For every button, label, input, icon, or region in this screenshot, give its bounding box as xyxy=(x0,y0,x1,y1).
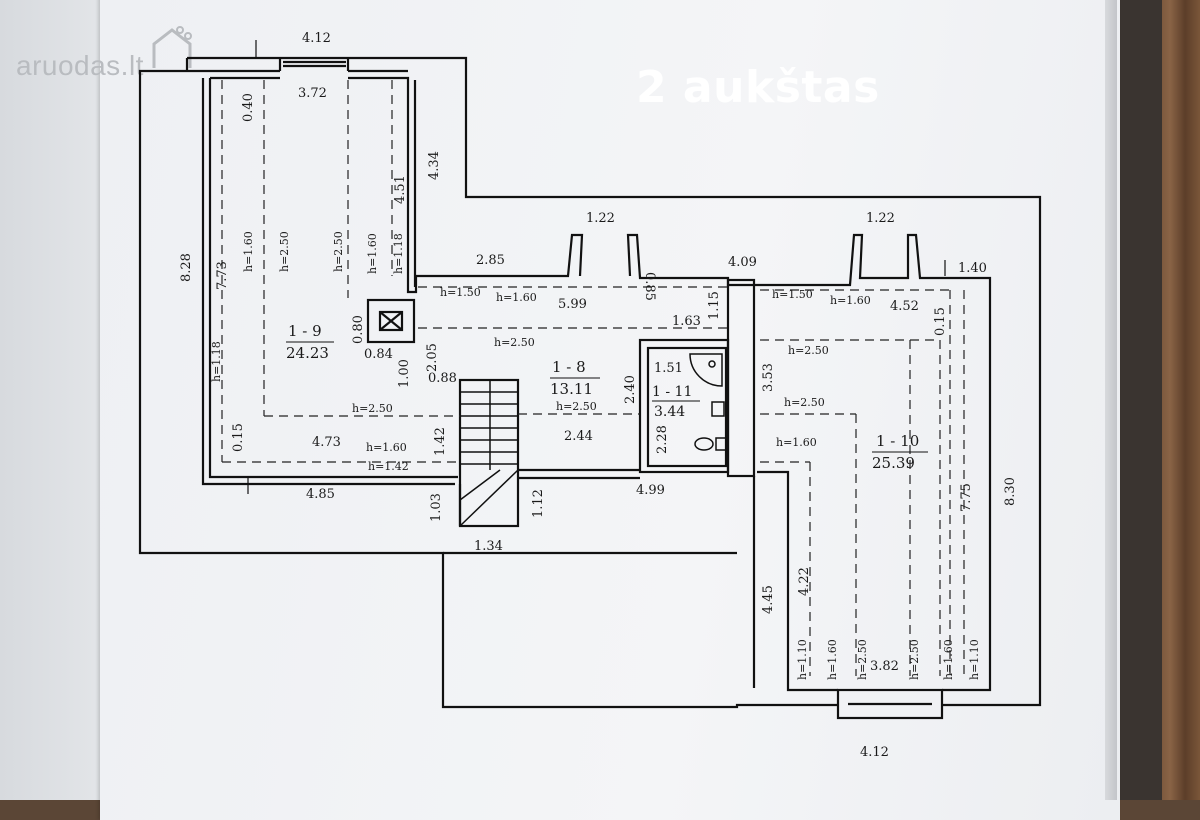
dimension: 2.40 xyxy=(623,375,638,404)
height-label: h=1.60 xyxy=(942,639,955,680)
dimension: 2.44 xyxy=(564,429,593,444)
dimension: 1.34 xyxy=(474,539,503,554)
height-labels: h=1.60 h=2.50 h=2.50 h=1.60 h=1.18 h=1.1… xyxy=(210,231,981,680)
height-label: h=1.60 xyxy=(366,441,407,454)
dimension: 4.85 xyxy=(306,487,335,502)
room-id: 1 - 10 xyxy=(876,432,919,450)
height-label: h=1.60 xyxy=(826,639,839,680)
dimension: 2.05 xyxy=(425,343,440,372)
height-label: h=2.50 xyxy=(784,396,825,409)
dimension: 3.53 xyxy=(761,363,776,392)
height-label: h=1.42 xyxy=(368,460,409,473)
dimension: 4.34 xyxy=(427,151,442,180)
height-label: h=1.60 xyxy=(366,233,379,274)
room-labels: 1 - 9 24.23 1 - 8 13.11 1 - 11 3.44 1 - … xyxy=(286,322,928,472)
dimension: 1.42 xyxy=(433,427,448,456)
dimension: 0.15 xyxy=(933,307,948,336)
height-lines xyxy=(221,80,965,676)
walls xyxy=(138,56,1042,720)
room-area: 25.39 xyxy=(872,454,915,472)
room-area: 13.11 xyxy=(550,380,593,398)
dimension: 4.09 xyxy=(728,255,757,270)
height-label: h=2.50 xyxy=(278,231,291,272)
dimension: 2.85 xyxy=(476,253,505,268)
dimension-ticks xyxy=(247,40,946,494)
height-label: h=2.50 xyxy=(908,639,921,680)
dimension: 8.28 xyxy=(179,253,194,282)
vertical-dimension-labels: 0.40 8.28 7.73 4.34 4.51 0.85 1.15 0.15 … xyxy=(179,93,1018,614)
dimension: 1.03 xyxy=(429,493,444,522)
dimension: 4.12 xyxy=(302,31,331,46)
dimension: 5.99 xyxy=(558,297,587,312)
dimension: 0.85 xyxy=(642,272,657,301)
height-label: h=1.10 xyxy=(796,639,809,680)
height-label: h=1.60 xyxy=(830,294,871,307)
sheet-edge xyxy=(1105,0,1117,800)
dimension: 4.51 xyxy=(393,175,408,204)
dimension: 1.22 xyxy=(866,211,895,226)
room-area: 3.44 xyxy=(654,404,685,420)
dimension: 4.45 xyxy=(761,585,776,614)
dimension: 1.12 xyxy=(531,489,546,518)
height-label: h=1.50 xyxy=(772,288,813,301)
dimension: 0.80 xyxy=(351,315,366,344)
dimension: 7.73 xyxy=(215,261,230,290)
room-area: 24.23 xyxy=(286,344,329,362)
dimension: 4.12 xyxy=(860,745,889,760)
dimension: 1.22 xyxy=(586,211,615,226)
floor-title: 2 aukštas xyxy=(636,62,880,113)
dimension: 0.88 xyxy=(428,371,457,386)
staircase xyxy=(459,380,519,527)
dimension: 0.40 xyxy=(241,93,256,122)
dimension: 4.52 xyxy=(890,299,919,314)
height-label: h=2.50 xyxy=(494,336,535,349)
dimension: 0.84 xyxy=(364,347,393,362)
height-label: h=2.50 xyxy=(332,231,345,272)
height-label: h=1.18 xyxy=(210,341,223,382)
height-label: h=1.18 xyxy=(392,233,405,274)
dimension: 3.82 xyxy=(870,659,899,674)
dimension: 0.15 xyxy=(231,423,246,452)
dimension: 4.99 xyxy=(636,483,665,498)
dimension: 2.28 xyxy=(655,425,670,454)
height-label: h=1.60 xyxy=(776,436,817,449)
dimension: 1.40 xyxy=(958,261,987,276)
room-id: 1 - 8 xyxy=(552,358,586,376)
dimension: 4.73 xyxy=(312,435,341,450)
dimension: 1.15 xyxy=(707,291,722,320)
height-label: h=2.50 xyxy=(856,639,869,680)
height-label: h=2.50 xyxy=(352,402,393,415)
watermark-text: aruodas.lt xyxy=(16,50,144,81)
bathroom-fixtures xyxy=(689,353,727,451)
dimension: 1.51 xyxy=(654,361,683,376)
dimension: 4.22 xyxy=(797,567,812,596)
dimension: 3.72 xyxy=(298,86,327,101)
height-label: h=1.50 xyxy=(440,286,481,299)
dimension: 1.63 xyxy=(672,314,701,329)
height-label: h=1.10 xyxy=(968,639,981,680)
height-label: h=1.60 xyxy=(496,291,537,304)
height-label: h=2.50 xyxy=(556,400,597,413)
floor-plan: 1 - 9 24.23 1 - 8 13.11 1 - 11 3.44 1 - … xyxy=(138,31,1042,760)
height-label: h=2.50 xyxy=(788,344,829,357)
dimension: 7.75 xyxy=(959,483,974,512)
dimension-labels: 4.12 3.72 1.22 1.22 2.85 4.09 1.40 5.99 … xyxy=(298,31,987,760)
room-id: 1 - 9 xyxy=(288,322,322,340)
house-logo-icon xyxy=(152,26,192,68)
room-id: 1 - 11 xyxy=(652,384,692,400)
dark-background xyxy=(1112,0,1162,800)
dimension: 8.30 xyxy=(1003,477,1018,506)
height-label: h=1.60 xyxy=(242,231,255,272)
dimension: 1.00 xyxy=(397,359,412,388)
